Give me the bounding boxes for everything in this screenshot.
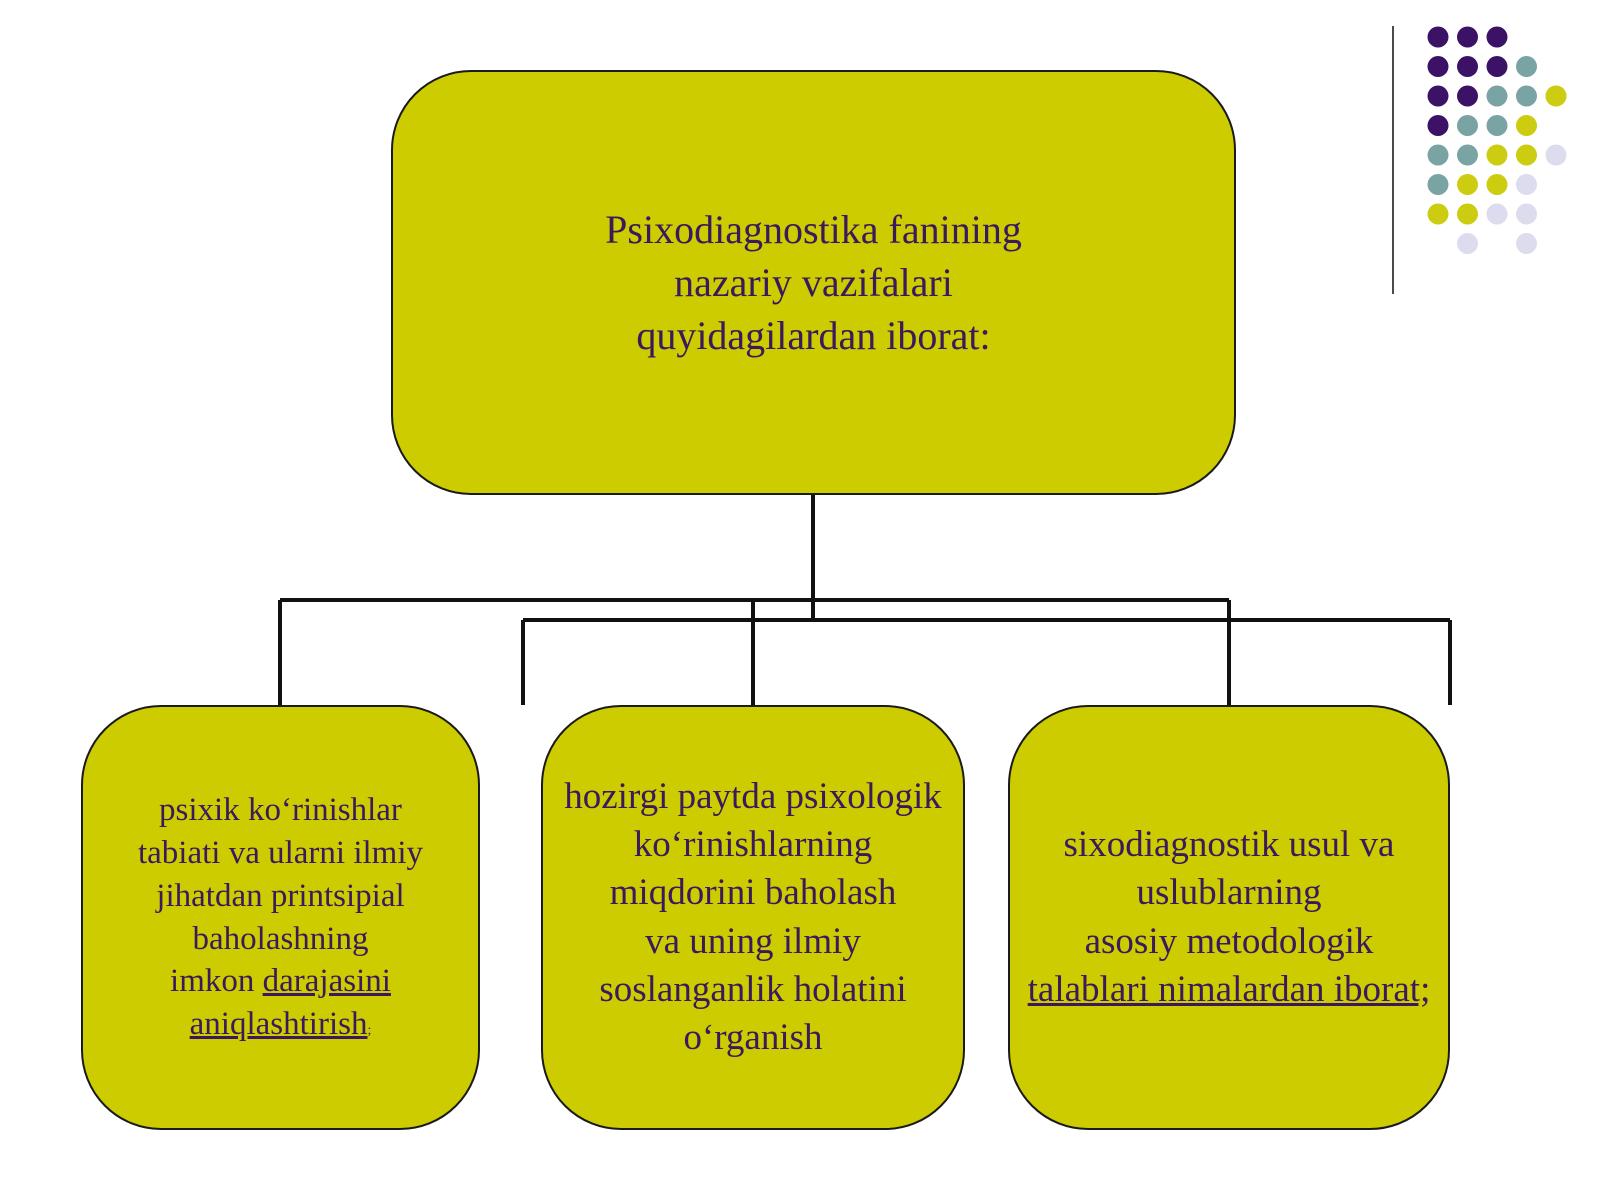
left-line-6-link[interactable]: aniqlashtirish: [189, 1006, 368, 1043]
left-line-3: jihatdan printsipial: [156, 877, 405, 914]
decorative-dot-teal: [1427, 174, 1449, 195]
decorative-dot-purple: [1427, 115, 1449, 136]
right-line-4: talablari nimalardan iborat;: [1028, 966, 1431, 1014]
decorative-dot-yellow: [1457, 174, 1478, 195]
decorative-dot-lavender: [1516, 174, 1537, 195]
decorative-dot-yellow: [1545, 85, 1567, 107]
decorative-dot-yellow: [1486, 174, 1508, 195]
right-box: sixodiagnostik usul va uslublarning asos…: [1008, 705, 1450, 1130]
top-line-3: quyidagilardan iborat:: [636, 313, 991, 359]
middle-line-1: hozirgi paytda psixologik: [564, 776, 942, 818]
decorative-dot-yellow: [1516, 115, 1537, 136]
left-line-5: imkon darajasini: [138, 960, 423, 1003]
decorative-dot-yellow: [1457, 203, 1478, 225]
decorative-dot-yellow: [1486, 144, 1508, 166]
decorative-dot-purple: [1427, 56, 1449, 77]
decorative-dot-purple: [1486, 26, 1508, 48]
decorative-dot-yellow: [1516, 144, 1537, 166]
middle-box-text: hozirgi paytda psixologik ko‘rinishlarni…: [564, 773, 942, 1062]
decorative-dot-teal: [1457, 115, 1478, 136]
middle-box: hozirgi paytda psixologik ko‘rinishlarni…: [541, 705, 965, 1130]
decorative-dot-purple: [1427, 85, 1449, 107]
top-line-1: Psixodiagnostika fanining: [605, 206, 1022, 252]
decorative-dot-purple: [1427, 26, 1449, 48]
decorative-dot-lavender: [1486, 203, 1508, 225]
decorative-dot-lavender: [1545, 144, 1567, 166]
right-line-1: sixodiagnostik usul va: [1063, 824, 1395, 866]
decorative-dot-teal: [1486, 115, 1508, 136]
decorative-dot-teal: [1516, 56, 1537, 77]
middle-line-3: miqdorini baholash: [609, 872, 897, 914]
decorative-dot-teal: [1457, 144, 1478, 166]
left-line-6-tail: ;: [367, 1023, 372, 1039]
right-line-3: asosiy metodologik: [1084, 920, 1374, 962]
middle-line-4: va uning ilmiy: [645, 920, 861, 962]
left-line-2: tabiati va ularni ilmiy: [137, 834, 423, 871]
left-line-1: psixik ko‘rinishlar: [159, 791, 402, 828]
middle-line-6: o‘rganish: [683, 1016, 823, 1058]
decorative-dot-purple: [1457, 56, 1478, 77]
top-box: Psixodiagnostika fanining nazariy vazifa…: [391, 70, 1236, 495]
decorative-dot-purple: [1457, 85, 1478, 107]
decorative-dot-lavender: [1457, 233, 1478, 254]
decorative-dot-teal: [1427, 144, 1449, 166]
left-box: psixik ko‘rinishlar tabiati va ularni il…: [81, 705, 480, 1130]
decorative-dot-purple: [1457, 26, 1478, 48]
decorative-dot-lavender: [1516, 233, 1537, 254]
decorative-dot-yellow: [1427, 203, 1449, 225]
left-box-text: psixik ko‘rinishlar tabiati va ularni il…: [138, 789, 423, 1046]
top-box-text: Psixodiagnostika fanining nazariy vazifa…: [605, 203, 1022, 363]
decorative-dot-lavender: [1516, 203, 1537, 225]
middle-line-2: ko‘rinishlarning: [633, 824, 873, 866]
decorative-dot-purple: [1486, 56, 1508, 77]
top-line-2: nazariy vazifalari: [674, 259, 953, 305]
left-line-5-plain: imkon: [170, 963, 263, 1000]
right-box-text: sixodiagnostik usul va uslublarning asos…: [1028, 821, 1431, 1013]
left-line-6: aniqlashtirish;: [138, 1003, 423, 1046]
decorative-dot-teal: [1516, 85, 1537, 107]
decorative-dot-teal: [1486, 85, 1508, 107]
right-line-4-link[interactable]: talablari nimalardan iborat;: [1027, 968, 1431, 1010]
decorative-vertical-divider: [1392, 26, 1394, 294]
middle-line-5: soslanganlik holatini: [599, 968, 907, 1010]
left-line-5-link[interactable]: darajasini: [262, 963, 391, 1000]
left-line-4: baholashning: [192, 920, 369, 957]
right-line-2: uslublarning: [1136, 872, 1322, 914]
